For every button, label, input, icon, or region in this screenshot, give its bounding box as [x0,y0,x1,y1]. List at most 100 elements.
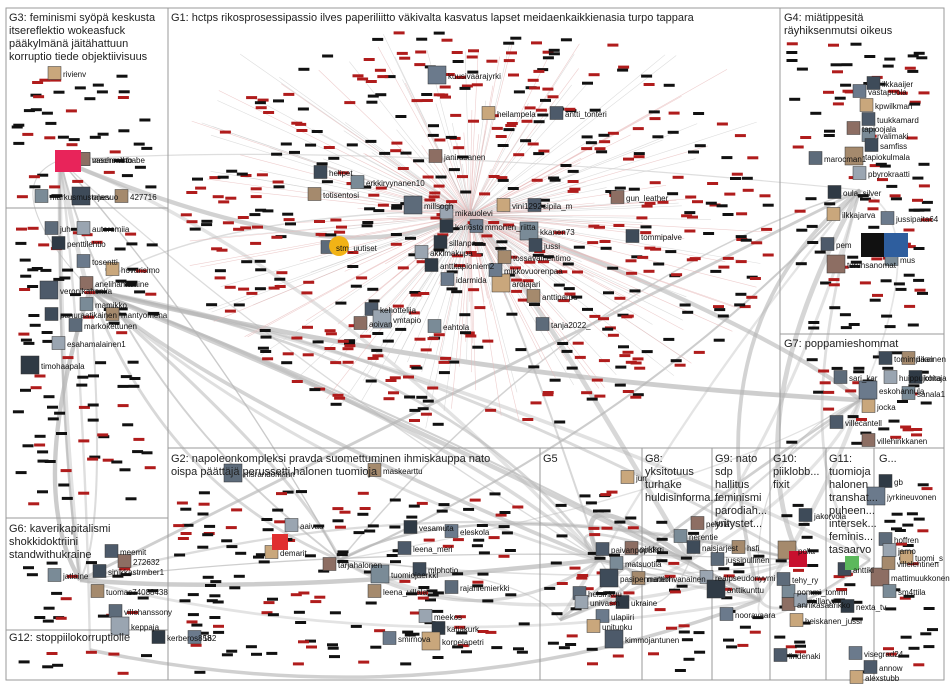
network-node [127,267,139,271]
network-node [201,219,213,223]
avatar [353,316,368,330]
network-node [109,150,121,154]
network-node [832,102,844,106]
node-label: nerentie [689,533,718,542]
network-node [346,143,358,147]
network-node [537,113,549,117]
network-node [762,253,774,257]
network-node [397,266,409,270]
avatar [367,584,382,598]
account-node [440,272,455,286]
network-node [721,587,733,591]
network-node [845,389,857,393]
network-node [622,350,634,354]
network-node [913,278,925,282]
network-node [179,599,191,603]
account-node [488,263,503,277]
network-node [648,652,659,656]
node-label: sipila_m [543,202,573,211]
hub-edge [337,214,471,361]
network-node [884,519,896,523]
account-node [528,238,543,252]
network-node [670,359,682,363]
network-node [454,264,466,268]
network-node [116,307,128,311]
hub-edge [448,156,471,216]
network-node [619,354,631,358]
network-node [198,491,210,495]
account-node [117,554,132,568]
hub-edge [363,214,471,381]
network-node [572,270,583,274]
network-node [594,147,606,151]
network-node [713,338,725,342]
network-node [491,126,503,130]
network-node [737,643,749,647]
network-node [864,55,876,58]
inter-group-edge [59,153,861,191]
network-node [372,37,384,41]
network-node [850,260,862,264]
hub-edge [469,44,510,216]
network-node [879,164,891,168]
node-label: sinikkastrmber1 [108,568,165,577]
network-node [89,455,101,459]
network-node [471,83,483,87]
network-node [428,195,440,199]
node-label: rvalimaki [877,132,909,141]
hub-edge [459,214,471,367]
network-node [667,130,679,134]
network-node [513,647,524,651]
inter-group-edge [688,189,862,561]
network-node [437,233,449,237]
network-node [446,270,458,274]
network-node [594,225,605,229]
network-node [467,70,479,74]
network-node [530,401,542,405]
network-node [798,522,810,526]
network-node [730,177,741,180]
network-node [448,227,460,231]
hub-edge [394,214,471,364]
network-node [433,184,445,188]
hub-edge [469,214,571,360]
hub-edge [217,100,471,216]
network-node [623,591,635,595]
network-node [433,333,445,337]
network-node [289,150,300,154]
network-node [872,355,884,359]
avatar [882,543,897,557]
network-node [325,332,337,336]
hub-edge [427,165,471,216]
network-node [344,101,356,105]
network-node [871,257,883,261]
network-node [95,361,107,365]
network-node [759,194,771,198]
network-node [379,151,391,155]
group-title-g4: G4: miätippesitä räyhiksenmutsi oikeus [784,12,893,37]
network-node [112,574,124,578]
account-node [820,237,835,251]
network-node [547,641,559,645]
network-node [255,268,267,272]
node-label: arolajari [512,280,541,289]
network-node [375,93,387,97]
network-node [417,596,429,600]
network-node [26,573,38,577]
network-node [364,207,376,211]
network-node [30,108,42,112]
avatar [852,166,867,180]
inter-group-edge [88,288,601,562]
network-node [914,288,926,292]
network-node [118,129,130,133]
network-node [789,97,801,101]
network-node [716,204,728,208]
avatar [370,564,390,584]
network-node [418,586,430,589]
network-node [512,505,524,509]
network-node [461,84,473,88]
hub-edge [464,51,471,216]
network-node [396,51,408,55]
network-node [694,144,706,148]
